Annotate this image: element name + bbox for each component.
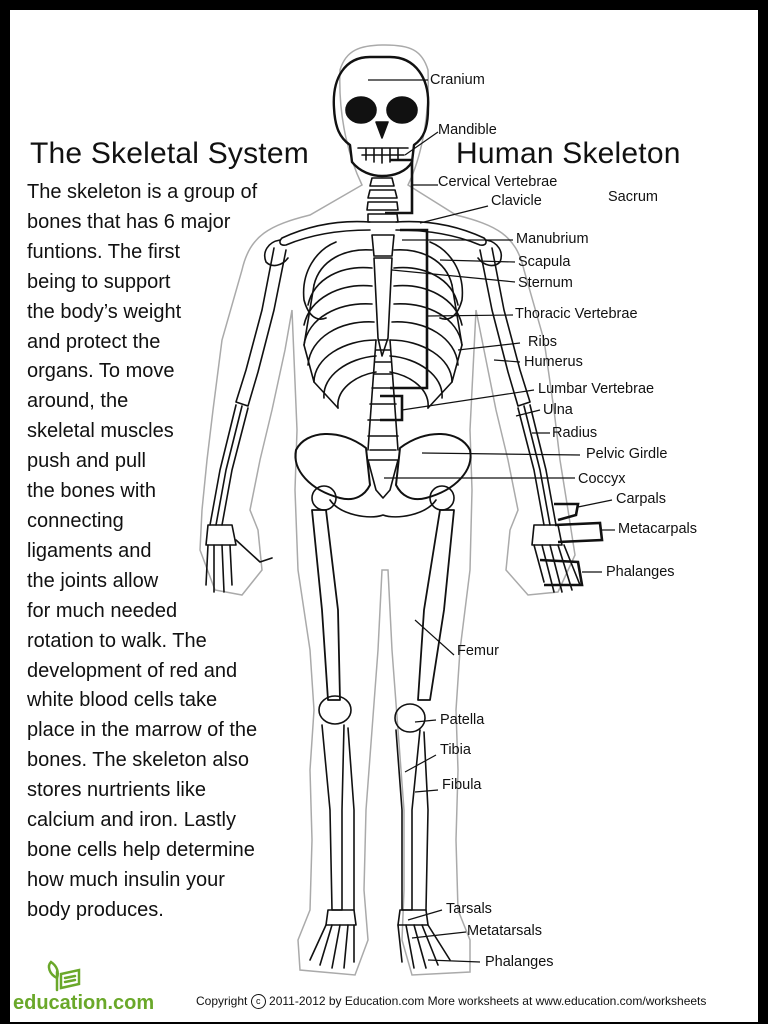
copyright-symbol-icon: c [250, 994, 266, 1010]
label-sternum: Sternum [518, 275, 573, 291]
label-clavicle: Clavicle [491, 193, 542, 209]
label-lumbar-vertebrae: Lumbar Vertebrae [538, 381, 655, 397]
paragraph-line: ligaments and [27, 539, 152, 562]
paragraph-line: and protect the [27, 330, 161, 353]
book-sprout-icon [47, 960, 81, 992]
copyright-footer: Copyright c 2011-2012 by Education.com M… [196, 994, 707, 1010]
label-humerus: Humerus [524, 354, 583, 370]
label-patella: Patella [440, 712, 485, 728]
paragraph-line: how much insulin your [27, 868, 225, 891]
paragraph-line: bones that has 6 major [27, 210, 231, 233]
label-tarsals: Tarsals [446, 901, 492, 917]
label-carpals: Carpals [616, 491, 666, 507]
label-metatarsals: Metatarsals [467, 923, 542, 939]
label-phalanges-hand: Phalanges [606, 564, 675, 580]
paragraph-line: organs. To move [27, 360, 175, 383]
paragraph-line: push and pull [27, 450, 146, 473]
diagram-title: Human Skeleton [456, 137, 681, 170]
paragraph-line: stores nurtrients like [27, 779, 206, 802]
label-ribs: Ribs [528, 334, 558, 350]
label-ulna: Ulna [543, 402, 573, 418]
paragraph-line: bones. The skeleton also [27, 749, 250, 772]
label-thoracic-vertebrae: Thoracic Vertebrae [515, 306, 638, 322]
paragraph-line: rotation to walk. The [27, 629, 207, 652]
page-title: The Skeletal System [30, 137, 309, 170]
paragraph-line: the bones with [27, 480, 156, 503]
label-mandible: Mandible [438, 122, 497, 138]
skeleton-illustration [199, 44, 615, 976]
paragraph-line: place in the marrow of the [27, 719, 258, 742]
paragraph-line: calcium and iron. Lastly [27, 809, 236, 832]
paragraph-line: being to support [27, 270, 171, 293]
label-cervical-vertebrae: Cervical Vertebrae [438, 174, 558, 190]
paragraph-line: skeletal muscles [27, 420, 174, 443]
paragraph-line: bone cells help determine [27, 838, 255, 861]
paragraph-line: the joints allow [27, 569, 159, 592]
paragraph-line: connecting [27, 509, 124, 532]
paragraph-line: for much needed [27, 599, 178, 622]
paragraph-line: the body’s weight [27, 300, 182, 323]
label-femur: Femur [457, 643, 499, 659]
label-fibula: Fibula [442, 777, 482, 793]
paragraph-line: body produces. [27, 898, 164, 921]
label-radius: Radius [552, 425, 598, 441]
worksheet-page: The Skeletal System Human Skeleton The s… [10, 10, 758, 1022]
education-logo[interactable]: education.com [13, 958, 155, 1014]
logo-text: education.com [13, 992, 155, 1014]
label-phalanges-foot: Phalanges [485, 954, 554, 970]
copyright-rest: 2011-2012 by Education.com More workshee… [269, 994, 707, 1008]
paragraph-line: funtions. The first [27, 240, 181, 263]
label-tibia: Tibia [440, 742, 471, 758]
label-coccyx: Coccyx [578, 471, 626, 487]
paragraph-line: around, the [27, 390, 129, 413]
label-scapula: Scapula [518, 254, 571, 270]
description-paragraph: The skeleton is a group of bones that has… [27, 178, 257, 926]
label-sacrum: Sacrum [608, 189, 658, 205]
label-pelvic-girdle: Pelvic Girdle [586, 446, 668, 462]
paragraph-line: white blood cells take [27, 689, 218, 712]
label-cranium: Cranium [430, 72, 485, 88]
copyright-word: Copyright [196, 994, 248, 1008]
paragraph-line: The skeleton is a group of [27, 181, 258, 203]
label-manubrium: Manubrium [516, 231, 589, 247]
paragraph-line: development of red and [27, 659, 238, 682]
label-metacarpals: Metacarpals [618, 521, 697, 537]
